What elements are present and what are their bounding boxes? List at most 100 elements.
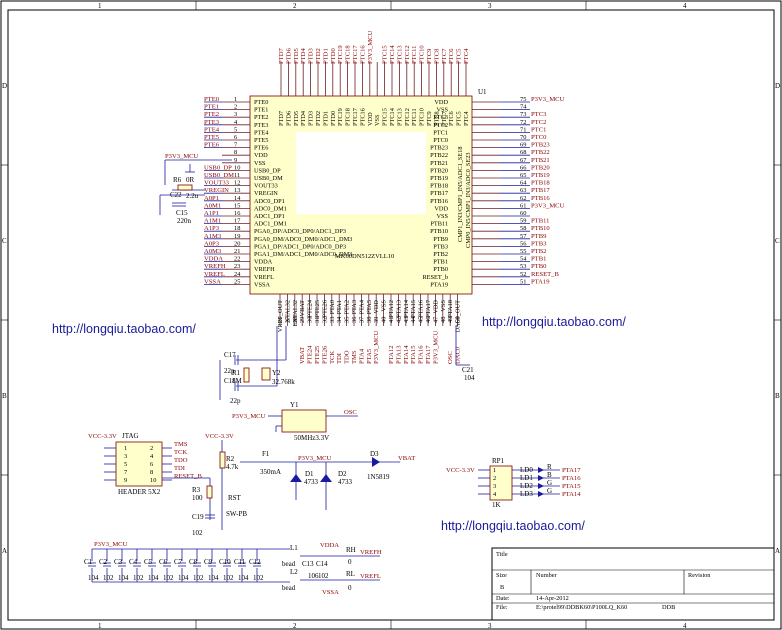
mcu-right-pin-name: PTB0 — [433, 266, 448, 273]
mcu-right-pin-name: PTA19 — [430, 281, 448, 288]
mcu-right-pin-name: VDD — [434, 99, 448, 106]
c18-ref: C18 — [224, 377, 236, 385]
bypass-cap-ref: C10 — [219, 558, 231, 566]
mcu-bottom-pin-name: PTE25 — [314, 300, 321, 318]
led-symbol — [538, 483, 544, 489]
rp1-pin-number: 1 — [493, 467, 496, 474]
mcu-top-pin-name: PTD6 — [285, 111, 292, 126]
mcu-top-net-label: PTD2 — [315, 48, 322, 64]
p3v3-label-power: P3V3_MCU — [298, 455, 332, 462]
vcc33-led-label: VCC-3.3V — [446, 467, 475, 474]
mcu-right-pin-name: PTC0 — [433, 137, 448, 144]
mcu-top-pin-name: PTD1 — [322, 111, 329, 126]
mcu-left-pin-number: 17 — [234, 218, 241, 225]
mcu-bottom-pin-name: PTA2 — [344, 300, 351, 315]
mcu-bottom-pin-name: PTA14 — [403, 299, 410, 318]
mcu-right-pin-number: 53 — [520, 263, 526, 270]
mcu-bottom-pin-name: PTA13 — [395, 300, 402, 318]
mcu-top-pin-name: VDD — [367, 112, 374, 126]
mcu-right-pin-name: PTB11 — [430, 221, 448, 228]
mcu-bottom-net-label: PTA14 — [403, 345, 410, 364]
url-left[interactable]: http://longqiu.taobao.com/ — [52, 322, 196, 336]
tb-revision-label: Revision — [688, 572, 711, 579]
f1-ref: F1 — [262, 450, 270, 458]
mcu-top-net-label: PTC15 — [382, 45, 389, 64]
mcu-left-net-label: USB0_DP — [204, 164, 232, 171]
d3-ref: D3 — [370, 450, 379, 458]
crystal-section: C17 22p C18 22p R1 1M Y2 32.768k Y1 P3V3… — [219, 326, 358, 442]
mcu-top-net-label: PTC8 — [433, 48, 440, 64]
mcu-bottom-net-label: PTA16 — [418, 345, 425, 364]
mcu-left-net-label: PTE4 — [204, 126, 220, 133]
mcu-bottom-net-label: P3V3_MCU — [432, 330, 439, 364]
bypass-section: P3V3_MCU C1104C2102C3104C4102C5104C6102C… — [84, 541, 382, 596]
mcu-left-pin-number: 15 — [234, 202, 240, 209]
tck-label: TCK — [174, 449, 187, 456]
mcu-left-pin-number: 10 — [234, 164, 240, 171]
mcu-bottom-pin-name: DAC0_OUT — [455, 300, 462, 333]
mcu-left-pin-number: 5 — [234, 126, 237, 133]
usb-regulator-section: P3V3_MCU R6 0R C22 2.2u C15 220n — [159, 153, 232, 225]
tms-label: TMS — [174, 441, 188, 448]
mcu-right-pin-number: 70 — [520, 134, 526, 141]
mcu-top-pin-name: PTD2 — [315, 111, 322, 126]
mcu-right-net-label: PTB9 — [531, 233, 547, 240]
mcu-left-pin-number: 6 — [234, 134, 237, 141]
mcu-left-pin-name: ADC0_DM1 — [254, 205, 287, 212]
reset-b-label: RESET_B — [174, 473, 202, 480]
mcu-top-pins: PTD7PTD7PTD6PTD6PTD5PTD5PTD4PTD4PTD3PTD3… — [278, 30, 470, 126]
mcu-bottom-pin-number: 44 — [410, 316, 417, 323]
zone-row-right: B — [775, 392, 780, 400]
zone-row-left: B — [2, 392, 7, 400]
mcu-bottom-pin-name: PTE26 — [321, 300, 328, 318]
tb-size: B — [500, 584, 504, 591]
mcu-left-pin-number: 11 — [234, 172, 240, 179]
url-right[interactable]: http://longqiu.taobao.com/ — [482, 315, 626, 329]
zone-col-top: 1 — [98, 2, 102, 10]
mcu-bottom-pin-number: 32 — [321, 317, 328, 323]
y1-val: 50MHz3.3V — [294, 434, 329, 442]
mcu-right-pin-number: 68 — [520, 149, 526, 156]
mcu-left-pin-name: PTE4 — [254, 129, 269, 136]
mcu-left-pin-name: VREGIN — [254, 190, 278, 197]
mcu-top-pin-name: PTD4 — [300, 110, 307, 126]
mcu-left-net-label: A0M3 — [204, 248, 222, 255]
mcu-bottom-net-label: VBAT — [299, 347, 306, 364]
bypass-cap-value: 102 — [103, 574, 114, 582]
mcu-top-pin-name: PTC15 — [382, 108, 389, 126]
mcu-left-net-label: VDDA — [204, 256, 223, 263]
bypass-cap-ref: C5 — [144, 558, 153, 566]
mcu-bottom-net-label: PTA13 — [395, 345, 402, 364]
mcu-left-pin-number: 2 — [234, 104, 237, 111]
mcu-bottom-net-label: TDO — [344, 350, 351, 364]
title-block-frame — [491, 547, 775, 621]
tdi-label: TDI — [174, 465, 185, 472]
rst-part[interactable]: SW-PB — [226, 510, 247, 518]
mcu-right-net-label: PTA19 — [531, 278, 550, 285]
mcu-u1: U1 MK60DN512ZVLL10 CMP1_IN3/CMP1_IN5/ADC… — [204, 30, 565, 364]
tb-number-label: Number — [536, 572, 558, 579]
mcu-left-net-label: A1P3 — [204, 225, 220, 232]
mcu-right-net-label: PTB22 — [531, 149, 550, 156]
led-color: G — [547, 479, 552, 487]
mcu-top-pin-name: PTC17 — [352, 108, 359, 126]
mcu-left-pin-number: 4 — [234, 119, 238, 126]
url-bottom[interactable]: http://longqiu.taobao.com/ — [441, 519, 585, 533]
mcu-right-pin-number: 63 — [520, 187, 526, 194]
mcu-left-pin-name: ADC1_DP1 — [254, 213, 285, 220]
r1-ref: R1 — [232, 369, 241, 377]
c19-ref: C19 — [192, 513, 204, 521]
mcu-left-net-label: A0M1 — [204, 202, 221, 209]
led-symbol — [538, 475, 544, 481]
mcu-bottom-pin-number: 30 — [307, 317, 314, 323]
jtag-pin-number: 4 — [150, 453, 154, 460]
r1-val: 1M — [232, 377, 243, 385]
zone-row-right: A — [775, 547, 780, 555]
mcu-bottom-pin-name: PTA4 — [358, 299, 365, 314]
mcu-right-pin-number: 69 — [520, 142, 526, 149]
zone-row-left: D — [2, 82, 7, 90]
mcu-bottom-pin-number: 45 — [418, 317, 425, 323]
